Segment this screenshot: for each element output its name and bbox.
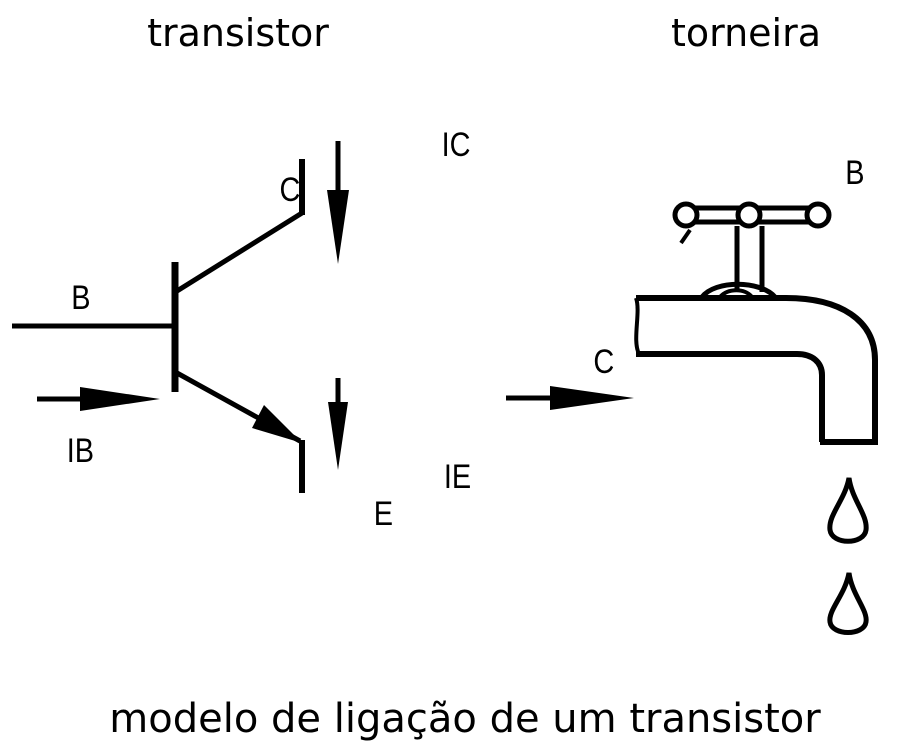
label-emitter-e: E (374, 494, 393, 533)
diagram-caption: modelo de ligação de um transistor (109, 696, 821, 742)
handle-knob-left (672, 201, 700, 229)
faucet-handle (672, 201, 832, 299)
base-current-arrow (37, 387, 160, 411)
label-faucet-c: C (593, 342, 614, 381)
emitter-current-arrow (328, 378, 348, 470)
collector-lead-diagonal (175, 210, 304, 294)
inflow-arrow (506, 386, 634, 410)
transistor-symbol (12, 159, 305, 493)
collector-current-arrow (327, 141, 349, 264)
label-collector-c: C (279, 170, 300, 209)
water-drop-1 (827, 477, 869, 544)
emitter-arrowhead (252, 405, 302, 443)
label-ib: IB (67, 431, 94, 470)
title-torneira: torneira (671, 11, 821, 55)
label-ie: IE (444, 457, 471, 496)
label-base-b: B (71, 278, 90, 317)
label-faucet-b: B (845, 153, 864, 192)
title-transistor: transistor (147, 11, 329, 55)
water-drop-2 (827, 572, 869, 635)
handle-knob-right (804, 201, 832, 229)
faucet-body (634, 295, 878, 445)
label-ic: IC (442, 125, 471, 164)
handle-knob-center (735, 201, 763, 229)
